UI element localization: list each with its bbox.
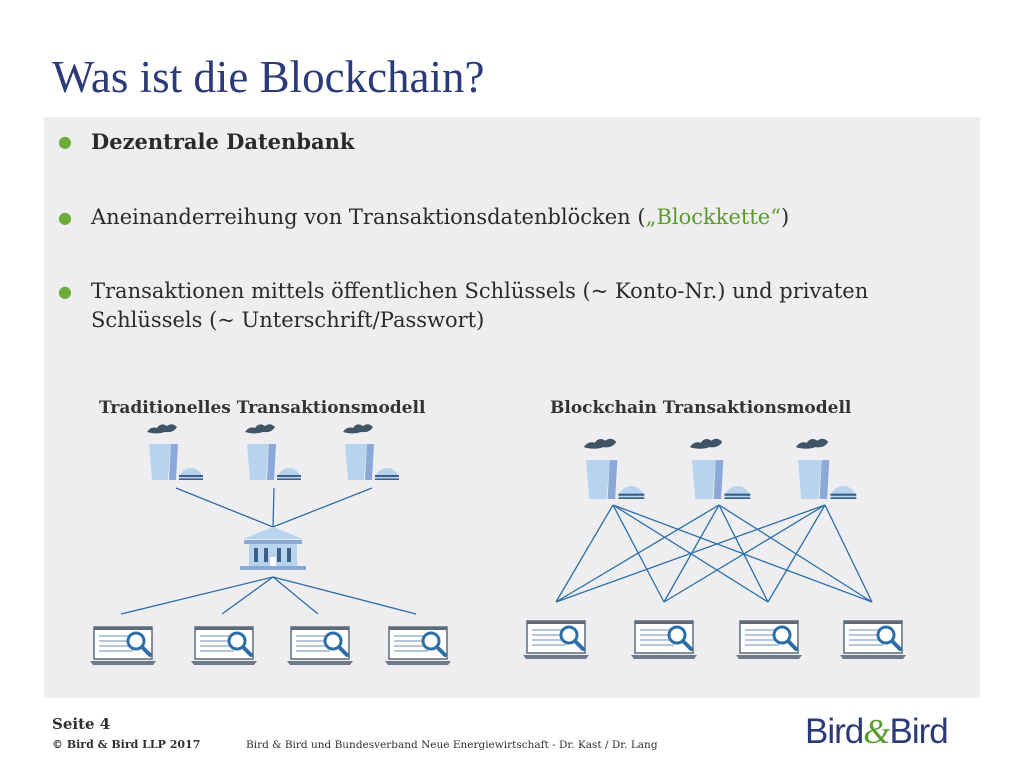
laptop-search-icon <box>287 626 353 665</box>
laptop-search-icon <box>385 626 451 665</box>
laptop-search-icon <box>840 620 906 659</box>
connection-line <box>272 576 417 615</box>
connection-line <box>272 576 319 615</box>
mesh-connection-line <box>718 504 873 603</box>
laptop-search-icon <box>90 626 156 665</box>
page-number: Seite 4 <box>52 715 111 733</box>
mesh-connection-line <box>824 504 873 603</box>
connection-line <box>272 487 275 528</box>
mesh-connection-line <box>612 504 873 603</box>
bank-icon <box>240 527 306 570</box>
bullet-dot-icon: ● <box>58 132 72 151</box>
footer-note: Bird & Bird und Bundesverband Neue Energ… <box>246 739 658 751</box>
mesh-connection-line <box>663 504 826 603</box>
transaction-model-diagram <box>90 424 906 665</box>
bullet-dot-icon: ● <box>58 282 72 301</box>
power-plant-icon <box>795 438 857 499</box>
laptop-search-icon <box>736 620 802 659</box>
connection-line <box>175 487 274 528</box>
power-plant-icon <box>689 438 751 499</box>
bullet-dot-icon: ● <box>58 208 72 227</box>
bullet-text-part: ) <box>780 205 790 229</box>
connection-line <box>221 576 274 615</box>
bullet-text: Transaktionen mittels öffentlichen Schlü… <box>91 279 869 332</box>
slide-title: Was ist die Blockchain? <box>52 52 485 102</box>
bullet-highlight: „Blockkette“ <box>645 205 781 229</box>
laptop-search-icon <box>631 620 697 659</box>
mesh-connection-line <box>767 504 826 603</box>
mesh-connection-line <box>555 504 720 603</box>
logo-text: Bird <box>889 712 948 751</box>
content-panel: ● Dezentrale Datenbank ● Aneinanderreihu… <box>44 117 980 698</box>
power-plant-icon <box>245 424 301 480</box>
logo-ampersand: & <box>863 712 890 751</box>
logo-text: Bird <box>805 712 864 751</box>
bullet-text: Dezentrale Datenbank <box>91 129 355 154</box>
bird-and-bird-logo: Bird&Bird <box>805 712 949 752</box>
mesh-connection-line <box>555 504 826 603</box>
power-plant-icon <box>343 424 399 480</box>
power-plant-icon <box>583 438 645 499</box>
mesh-connection-line <box>555 504 614 603</box>
connection-line <box>272 487 373 528</box>
laptop-search-icon <box>523 620 589 659</box>
connection-line <box>120 576 274 615</box>
copyright: © Bird & Bird LLP 2017 <box>52 738 201 751</box>
bullet-text: Aneinanderreihung von Transaktionsdatenb… <box>91 203 951 232</box>
laptop-search-icon <box>191 626 257 665</box>
bullet-text-part: Aneinanderreihung von Transaktionsdatenb… <box>91 205 646 229</box>
power-plant-icon <box>147 424 203 480</box>
traditional-model-title: Traditionelles Transaktionsmodell <box>99 398 426 418</box>
blockchain-model-title: Blockchain Transaktionsmodell <box>550 398 852 418</box>
